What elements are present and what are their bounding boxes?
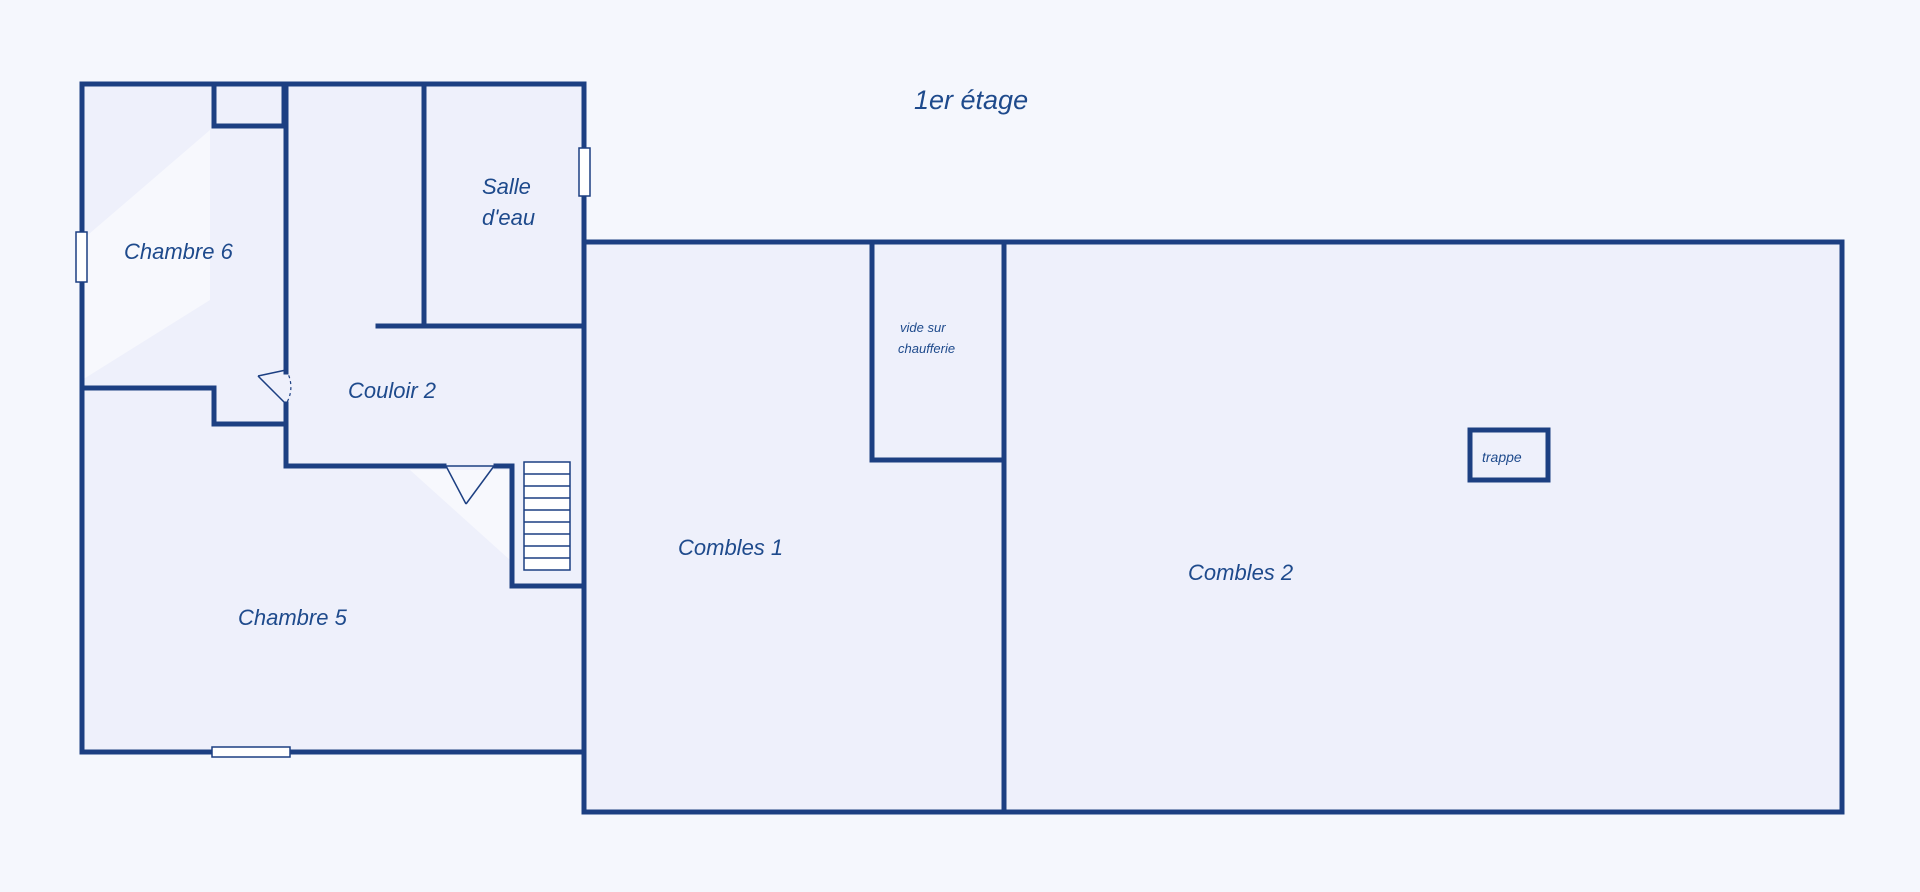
room-fills xyxy=(82,84,1842,812)
label-combles2: Combles 2 xyxy=(1188,560,1293,585)
label-couloir2: Couloir 2 xyxy=(348,378,436,403)
walls-right-block xyxy=(581,239,1845,815)
floor-title: 1er étage xyxy=(914,85,1028,115)
labels: 1er étage Chambre 6 Salle d'eau Couloir … xyxy=(124,85,1522,630)
label-chambre6: Chambre 6 xyxy=(124,239,234,264)
label-trappe: trappe xyxy=(1482,449,1522,465)
label-vide-2: chaufferie xyxy=(898,341,955,356)
doors xyxy=(257,369,495,505)
label-chambre5: Chambre 5 xyxy=(238,605,348,630)
staircase xyxy=(523,461,571,571)
window-salle-eau xyxy=(578,147,591,197)
label-salle-eau-1: Salle xyxy=(482,174,531,199)
window-chambre5 xyxy=(211,746,291,758)
windows xyxy=(75,147,591,758)
label-salle-eau-2: d'eau xyxy=(482,205,535,230)
window-chambre6 xyxy=(75,231,88,283)
label-vide-1: vide sur xyxy=(900,320,946,335)
door-chambre6 xyxy=(257,369,292,405)
door-chambre5 xyxy=(445,465,495,505)
label-combles1: Combles 1 xyxy=(678,535,783,560)
